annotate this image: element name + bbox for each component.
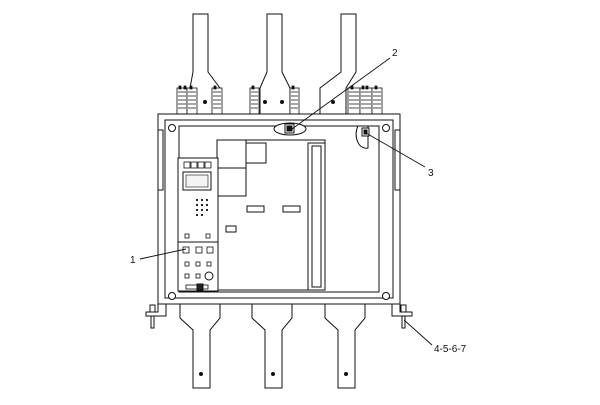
side-indicator: [355, 125, 370, 149]
aux-connectors-right: [347, 85, 383, 115]
bottom-terminal-left: [179, 303, 221, 389]
callout-1-label: 1: [130, 255, 136, 266]
top-latch-key: [273, 122, 307, 136]
callout-2-label: 2: [392, 48, 398, 59]
bracket-right: [391, 303, 413, 329]
aux-connectors-left: [176, 85, 223, 115]
callout-3: 3: [365, 132, 434, 179]
bottom-terminal-middle: [251, 303, 293, 389]
bracket-left: [145, 303, 167, 329]
callout-2: 2: [291, 48, 398, 130]
top-terminal-middle: [259, 13, 291, 119]
callout-1: 1: [130, 248, 187, 266]
callout-4-5-6-7-label: 4-5-6-7: [434, 344, 467, 355]
callout-3-label: 3: [428, 168, 434, 179]
trip-unit-panel: [177, 157, 219, 292]
callout-4-5-6-7: 4-5-6-7: [403, 319, 467, 355]
mounting-holes: [168, 124, 390, 300]
bottom-terminal-right: [324, 303, 366, 389]
breaker-body: [216, 139, 326, 291]
